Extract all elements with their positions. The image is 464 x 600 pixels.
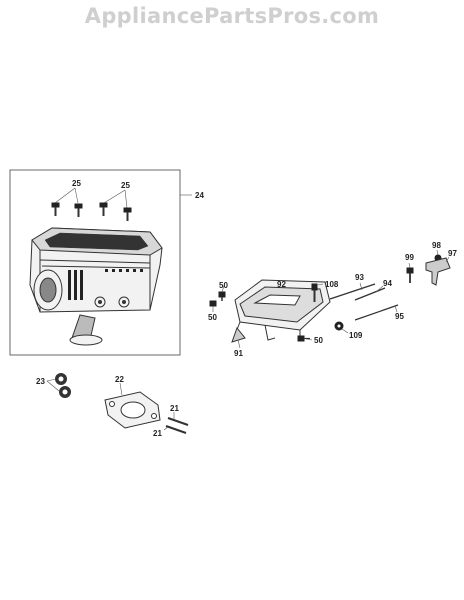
screw-icon — [51, 202, 60, 216]
callout-50a: 50 — [219, 281, 228, 290]
kit-outline-box — [9, 169, 181, 356]
callout-94: 94 — [383, 279, 392, 288]
nut-109 — [334, 321, 344, 331]
bolt-99 — [406, 267, 414, 283]
site-watermark: AppliancePartsPros.com — [84, 4, 380, 28]
callout-93: 93 — [355, 273, 364, 282]
clip-91 — [231, 326, 246, 343]
small-screw-50a — [218, 291, 226, 301]
callout-92: 92 — [277, 280, 286, 289]
callout-98: 98 — [432, 241, 441, 250]
gasket-22 — [104, 391, 161, 429]
callout-21a: 21 — [170, 404, 179, 413]
small-screw-50b — [209, 300, 217, 307]
bracket-97 — [425, 257, 451, 286]
small-screw-50c — [297, 335, 310, 342]
bracket-drawing — [234, 279, 331, 341]
callout-108: 108 — [325, 280, 339, 289]
rod-95 — [354, 304, 399, 321]
screw-25-group — [51, 187, 132, 221]
rod-93 — [329, 283, 376, 300]
callout-109: 109 — [349, 331, 363, 340]
callout-91: 91 — [234, 349, 243, 358]
callout-21b: 21 — [153, 429, 162, 438]
muffler-drawing — [29, 227, 163, 346]
callout-50c: 50 — [314, 336, 323, 345]
callout-25b: 25 — [121, 181, 130, 190]
rod-94 — [354, 287, 386, 301]
callout-22: 22 — [115, 375, 124, 384]
callout-24: 24 — [195, 191, 204, 200]
callout-95: 95 — [395, 312, 404, 321]
bolt-108 — [311, 283, 318, 302]
nut-23-group — [46, 373, 71, 398]
callout-50b: 50 — [208, 313, 217, 322]
screw-icon — [123, 207, 132, 221]
screw-icon — [74, 203, 83, 217]
screw-icon — [99, 202, 108, 216]
callout-99: 99 — [405, 253, 414, 262]
callout-23: 23 — [36, 377, 45, 386]
stud-21-group — [163, 412, 189, 434]
callout-97: 97 — [448, 249, 457, 258]
callout-25a: 25 — [72, 179, 81, 188]
